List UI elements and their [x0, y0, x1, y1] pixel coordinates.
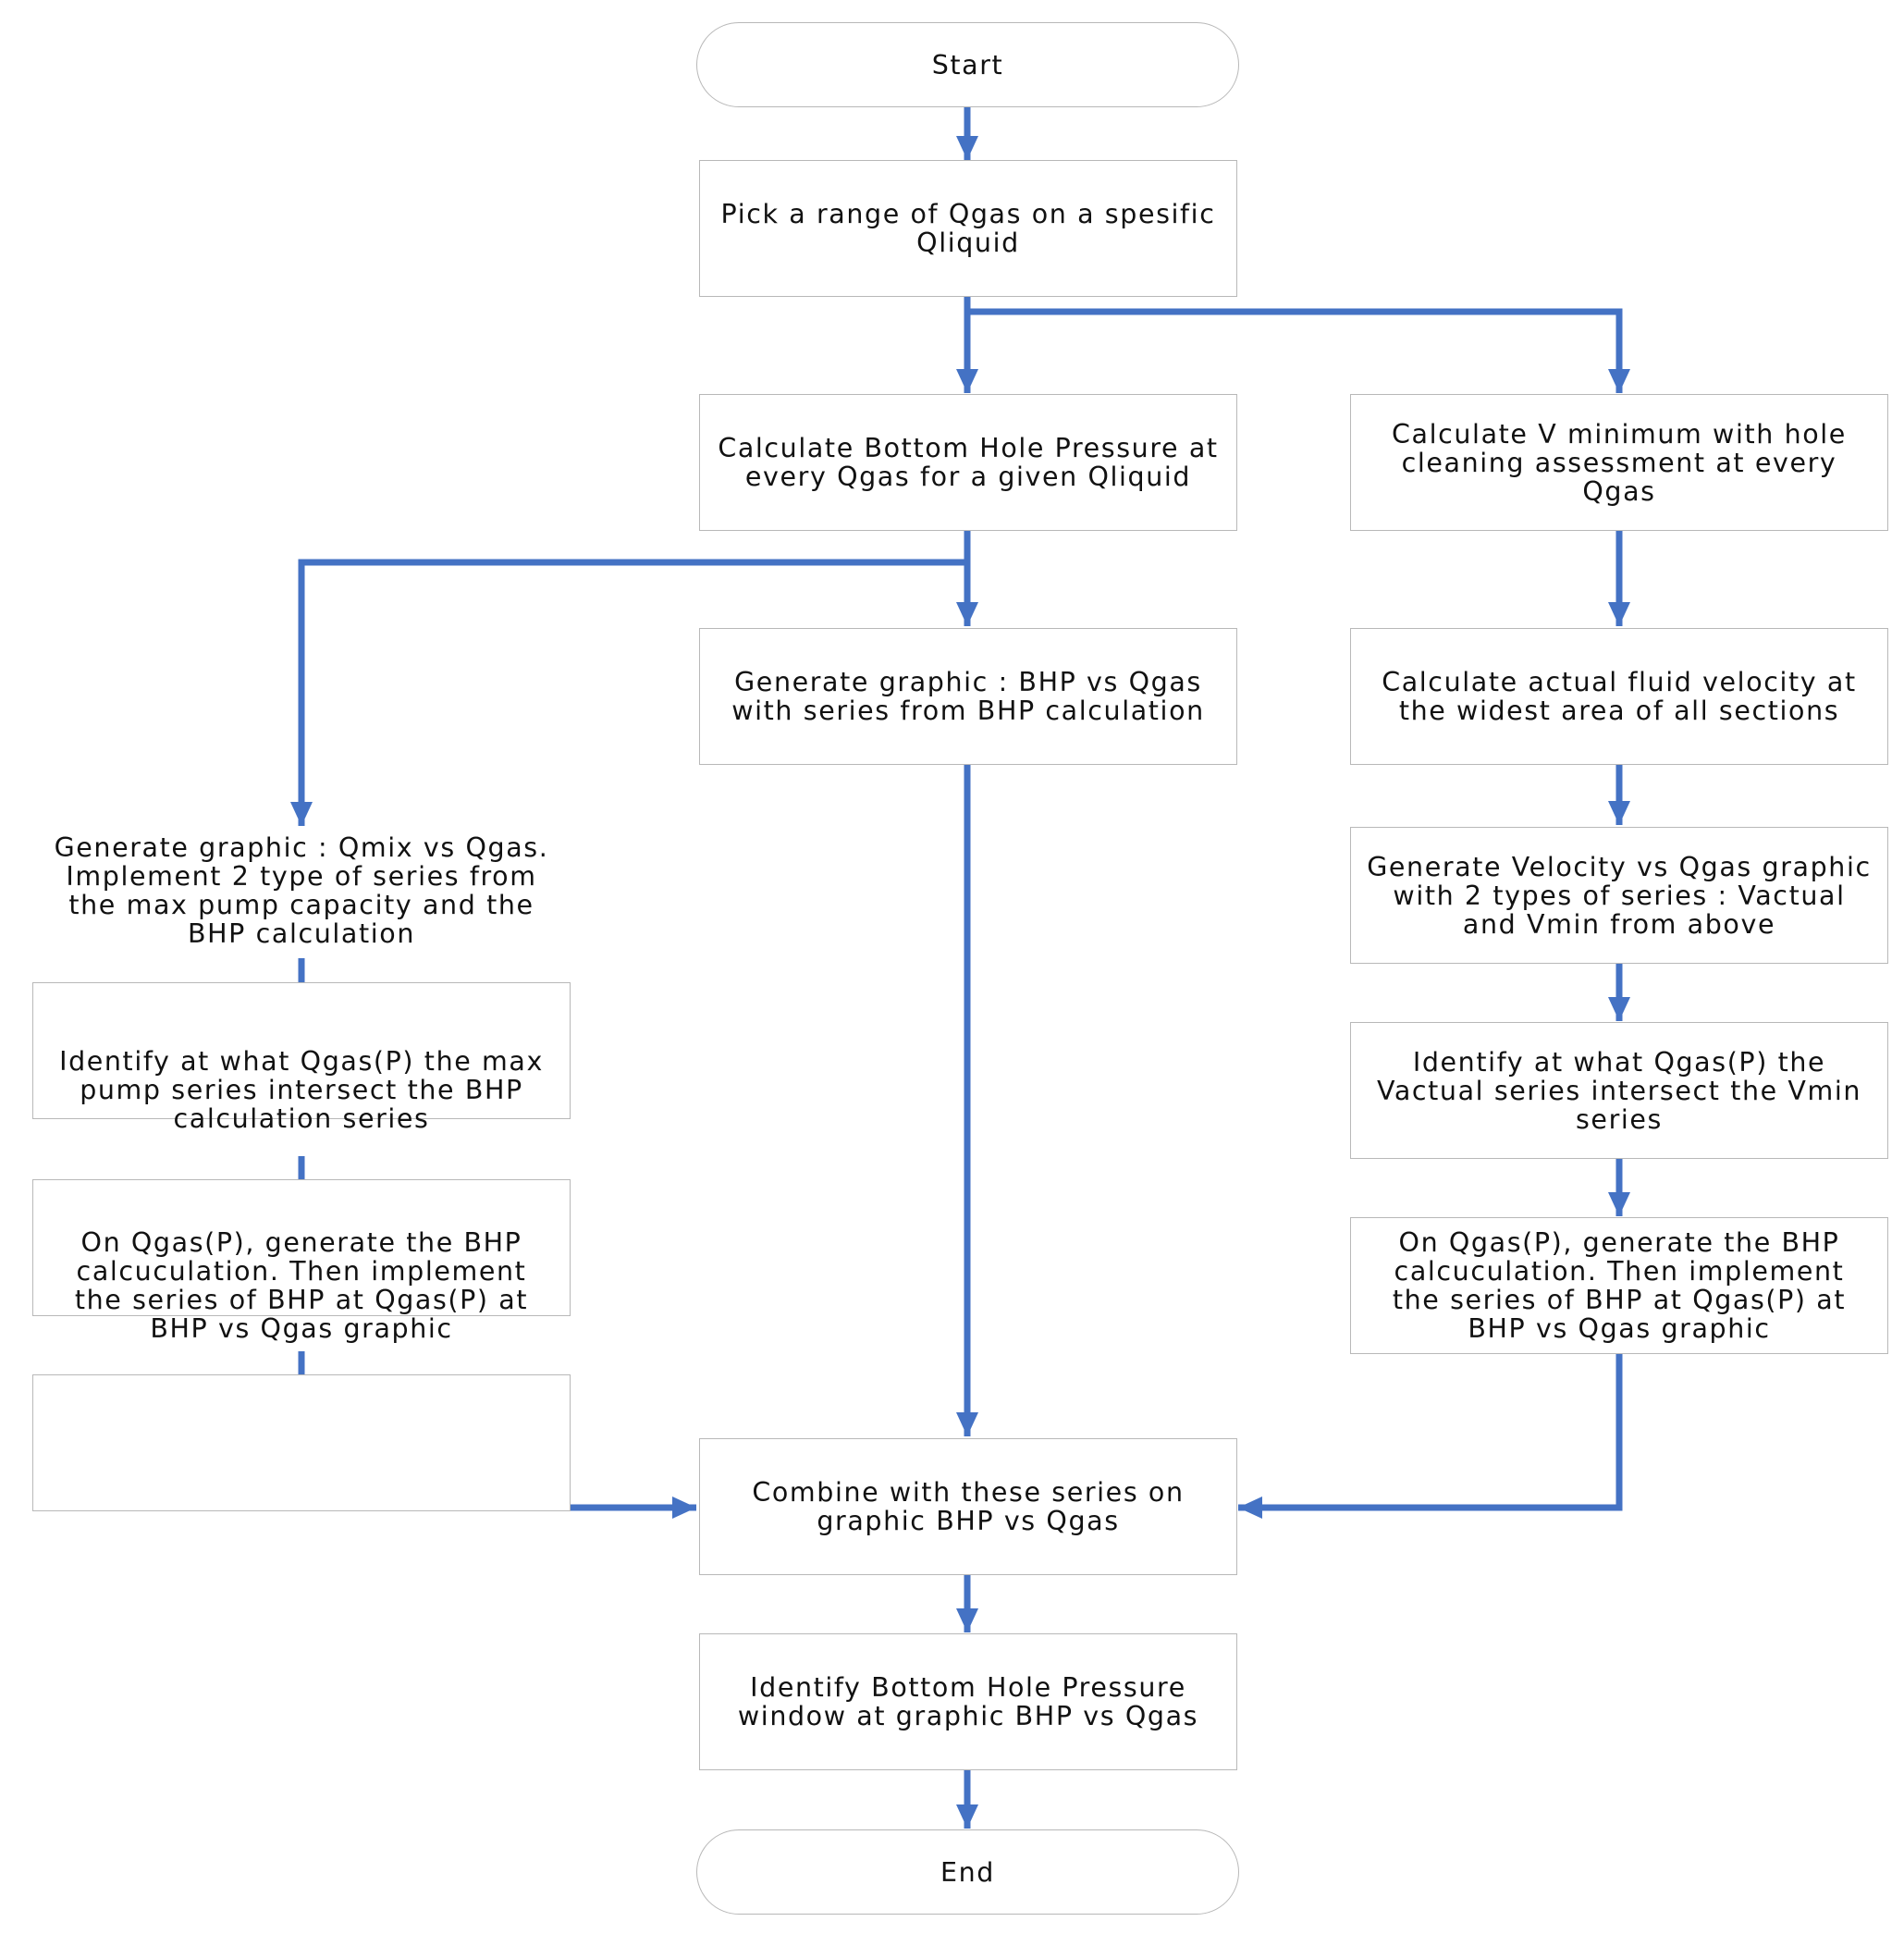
gen-bhp-graphic-label: Generate graphic : BHP vs Qgas with seri… — [731, 667, 1205, 726]
end-terminal: End — [696, 1829, 1239, 1915]
gen-qmix-graphic-label: Generate graphic : Qmix vs Qgas. Impleme… — [54, 832, 549, 949]
gen-bhp-graphic-step: Generate graphic : BHP vs Qgas with seri… — [699, 628, 1237, 765]
right-bhp-series-label: On Qgas(P), generate the BHP calcuculati… — [1392, 1227, 1847, 1344]
empty-step-box — [32, 1374, 571, 1511]
left-bhp-series-label: On Qgas(P), generate the BHP calcuculati… — [74, 1227, 529, 1344]
calc-vmin-label: Calculate V minimum with hole cleaning a… — [1392, 418, 1847, 507]
start-label: Start — [931, 49, 1004, 80]
calc-actual-velocity-step: Calculate actual fluid velocity at the w… — [1350, 628, 1888, 765]
identify-pump-intersect-step: Identify at what Qgas(P) the max pump se… — [32, 982, 571, 1133]
left-bhp-series-step: On Qgas(P), generate the BHP calcuculati… — [32, 1179, 571, 1343]
right-bhp-series-step: On Qgas(P), generate the BHP calcuculati… — [1350, 1217, 1888, 1354]
calc-vmin-step: Calculate V minimum with hole cleaning a… — [1350, 394, 1888, 531]
gen-velocity-graphic-step: Generate Velocity vs Qgas graphic with 2… — [1350, 827, 1888, 964]
identify-pump-intersect-label: Identify at what Qgas(P) the max pump se… — [59, 1046, 544, 1134]
calc-bhp-label: Calculate Bottom Hole Pressure at every … — [718, 433, 1219, 492]
identify-window-step: Identify Bottom Hole Pressure window at … — [699, 1633, 1237, 1770]
connector-right-bhp-series-to-combine — [1238, 1351, 1623, 1519]
gen-velocity-graphic-label: Generate Velocity vs Qgas graphic with 2… — [1367, 851, 1872, 940]
identify-vactual-intersect-step: Identify at what Qgas(P) the Vactual ser… — [1350, 1022, 1888, 1159]
connector-pick-range-to-calc-vmin — [967, 308, 1630, 393]
start-terminal: Start — [696, 22, 1239, 107]
combine-label: Combine with these series on graphic BHP… — [752, 1477, 1185, 1536]
calc-bhp-step: Calculate Bottom Hole Pressure at every … — [699, 394, 1237, 531]
pick-range-label: Pick a range of Qgas on a spesific Qliqu… — [720, 199, 1216, 258]
identify-vactual-intersect-label: Identify at what Qgas(P) the Vactual ser… — [1376, 1046, 1862, 1135]
connector-calc-bhp-to-gen-qmix-graphic — [290, 559, 967, 826]
pick-range-step: Pick a range of Qgas on a spesific Qliqu… — [699, 160, 1237, 297]
identify-window-label: Identify Bottom Hole Pressure window at … — [737, 1672, 1199, 1731]
gen-qmix-graphic-step: Generate graphic : Qmix vs Qgas. Impleme… — [28, 826, 575, 955]
end-label: End — [940, 1856, 995, 1888]
combine-step: Combine with these series on graphic BHP… — [699, 1438, 1237, 1575]
calc-actual-velocity-label: Calculate actual fluid velocity at the w… — [1382, 667, 1857, 726]
